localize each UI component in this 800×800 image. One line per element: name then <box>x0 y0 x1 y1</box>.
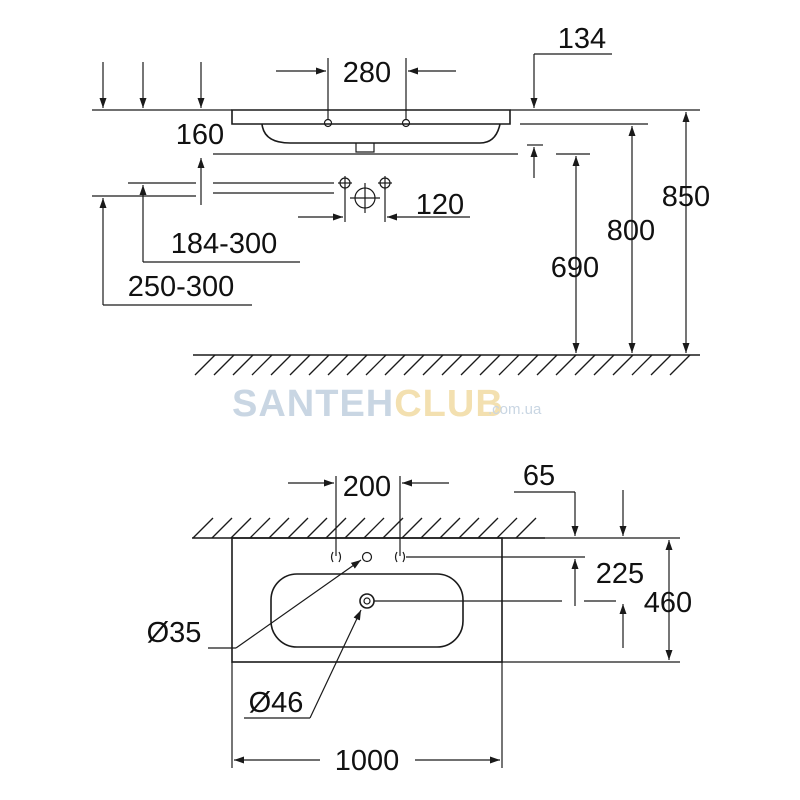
floor-hatch-line <box>308 354 330 376</box>
label-800: 800 <box>607 215 655 247</box>
label-850: 850 <box>662 181 710 213</box>
label-225: 225 <box>596 558 644 590</box>
label-184-300: 184-300 <box>171 228 277 260</box>
floor-hatch-line <box>631 354 653 376</box>
dim-850: 850 <box>662 112 710 353</box>
dim-460: 460 <box>502 490 692 663</box>
floor-hatch-line <box>384 354 406 376</box>
label-134: 134 <box>558 23 606 55</box>
floor-hatch-line <box>479 354 501 376</box>
watermark: SANTEHCLUB .com.ua <box>232 383 542 425</box>
wall-hatch-line <box>515 517 537 539</box>
pipe-connections <box>213 176 392 213</box>
label-160: 160 <box>176 119 224 151</box>
dim-800: 800 <box>520 123 655 353</box>
watermark-part1: SANTEH <box>232 383 394 425</box>
dim-134: 134 <box>530 23 612 178</box>
floor-hatch-line <box>460 354 482 376</box>
dim-1000: 1000 <box>231 662 503 777</box>
wall-hatch-line <box>230 517 252 539</box>
floor-hatch-line <box>536 354 558 376</box>
wall-hatch-line <box>439 517 461 539</box>
floor-hatch-line <box>422 354 444 376</box>
floor-hatch-line <box>251 354 273 376</box>
wall-hatch-line <box>344 517 366 539</box>
wall-hatch-line <box>192 517 214 539</box>
wall-hatch-line <box>268 517 290 539</box>
wall-hatch <box>192 517 545 539</box>
floor-hatch-line <box>517 354 539 376</box>
watermark-domain: .com.ua <box>488 401 542 418</box>
floor-hatch-line <box>669 354 691 376</box>
floor-hatch-line <box>403 354 425 376</box>
floor-hatch-line <box>365 354 387 376</box>
floor-hatch-line <box>327 354 349 376</box>
floor-hatch-line <box>498 354 520 376</box>
wall-hatch-line <box>420 517 442 539</box>
dim-120: 120 <box>298 188 470 222</box>
floor-hatch-line <box>346 354 368 376</box>
floor-hatch-line <box>650 354 672 376</box>
label-200: 200 <box>343 471 391 503</box>
floor-hatch-line <box>441 354 463 376</box>
floor-hatch-line <box>213 354 235 376</box>
floor-hatch-line <box>270 354 292 376</box>
floor-hatch-line <box>232 354 254 376</box>
label-d46: Ø46 <box>249 687 304 719</box>
floor-hatch-line <box>612 354 634 376</box>
floor-hatch-line <box>194 354 216 376</box>
wall-hatch-line <box>401 517 423 539</box>
side-view: 280 134 160 <box>92 23 710 376</box>
dim-250-300: 250-300 <box>92 195 252 306</box>
dim-280: 280 <box>276 57 456 120</box>
dim-225: 225 <box>406 556 644 590</box>
basin-side-outline <box>231 109 511 153</box>
plan-view: 200 65 225 460 Ø35 <box>147 460 693 777</box>
floor-hatch-line <box>289 354 311 376</box>
label-690: 690 <box>551 252 599 284</box>
label-1000: 1000 <box>335 745 400 777</box>
wall-hatch-line <box>477 517 499 539</box>
floor-hatch-line <box>555 354 577 376</box>
label-d35: Ø35 <box>147 617 202 649</box>
wall-hatch-line <box>211 517 233 539</box>
label-280: 280 <box>343 57 391 89</box>
wall-hatch-line <box>306 517 328 539</box>
floor-hatch-line <box>593 354 615 376</box>
floor-hatch <box>193 354 700 376</box>
label-65: 65 <box>523 460 555 492</box>
dim-160: 160 <box>176 119 224 205</box>
dim-65: 65 <box>514 460 579 606</box>
svg-text:SANTEHCLUB: SANTEHCLUB <box>232 383 504 425</box>
watermark-part2: CLUB <box>394 383 504 425</box>
wall-hatch-line <box>249 517 271 539</box>
floor-hatch-line <box>574 354 596 376</box>
wall-hatch-line <box>458 517 480 539</box>
dim-200: 200 <box>288 471 449 556</box>
dim-d35: Ø35 <box>147 559 362 649</box>
label-250-300: 250-300 <box>128 271 234 303</box>
dim-690: 690 <box>551 153 599 353</box>
label-460: 460 <box>644 587 692 619</box>
wall-hatch-line <box>496 517 518 539</box>
dim-184-300: 184-300 <box>128 182 300 263</box>
label-120: 120 <box>416 189 464 221</box>
dim-d46: Ø46 <box>244 609 362 719</box>
wall-hatch-line <box>287 517 309 539</box>
wall-hatch-line <box>363 517 385 539</box>
